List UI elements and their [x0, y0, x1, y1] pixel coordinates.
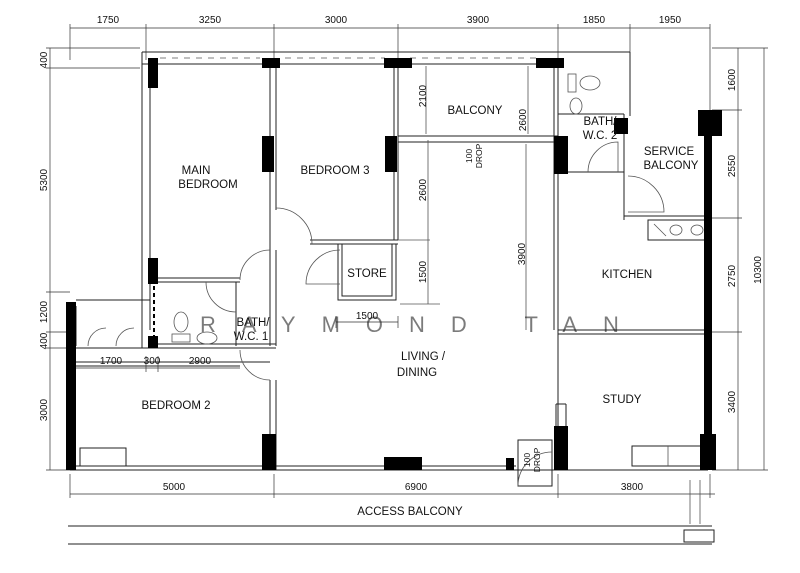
- bottom-dim-2: 6900: [405, 482, 428, 493]
- top-dim-5: 1850: [583, 15, 606, 26]
- left-dim-5: 3000: [39, 398, 50, 421]
- bedroom3-label: BEDROOM 3: [300, 165, 369, 177]
- access-balcony-label: ACCESS BALCONY: [357, 506, 463, 518]
- door-swings: [87, 141, 665, 487]
- balcony-label: BALCONY: [448, 105, 503, 117]
- left-dim-3: 1200: [39, 300, 50, 323]
- living-label-1: LIVING /: [401, 351, 446, 363]
- left-dim-2: 5300: [39, 168, 50, 191]
- dim-bed2-2900: 2900: [189, 356, 212, 367]
- right-dim-3: 2750: [727, 264, 738, 287]
- bottom-dimension-lines: [69, 474, 715, 498]
- main-bedroom-label-1: MAIN: [182, 165, 211, 177]
- living-label-2: DINING: [397, 367, 437, 379]
- dim-balcony-2100: 2100: [418, 84, 429, 107]
- drop-label-top-1: 100: [464, 149, 474, 163]
- study-label: STUDY: [603, 394, 642, 406]
- top-dim-6: 1950: [659, 15, 682, 26]
- dim-bed2-300: 300: [144, 356, 161, 367]
- dim-store-width: 1500: [356, 311, 379, 322]
- right-dim-total: 10300: [753, 256, 764, 284]
- bathroom-fixtures: [171, 73, 601, 345]
- top-dim-4: 3900: [467, 15, 490, 26]
- bath1-label-1: BATH/: [236, 317, 270, 329]
- right-dim-1: 1600: [727, 68, 738, 91]
- main-bedroom-label-2: BEDROOM: [178, 179, 237, 191]
- right-dim-2: 2550: [727, 154, 738, 177]
- service-balcony-label-1: SERVICE: [644, 146, 695, 158]
- bath1-label-2: W.C. 1: [234, 331, 269, 343]
- dim-bed2-1700: 1700: [100, 356, 123, 367]
- bottom-dim-3: 3800: [621, 482, 644, 493]
- left-dimension-lines: [46, 47, 140, 471]
- bottom-dim-1: 5000: [163, 482, 186, 493]
- dim-balcony-2600: 2600: [518, 108, 529, 131]
- top-dim-3: 3000: [325, 15, 348, 26]
- top-dimension-lines: [69, 24, 711, 110]
- right-dimension-lines: [712, 47, 768, 471]
- top-dim-2: 3250: [199, 15, 222, 26]
- bath2-label-1: BATH/: [583, 116, 617, 128]
- dim-store-2600: 2600: [418, 178, 429, 201]
- service-balcony-label-2: BALCONY: [644, 160, 699, 172]
- access-balcony-area: [68, 480, 715, 545]
- top-dim-1: 1750: [97, 15, 120, 26]
- store-label: STORE: [347, 268, 387, 280]
- dim-living-3900: 3900: [517, 242, 528, 265]
- dim-store-1500: 1500: [418, 260, 429, 283]
- left-dim-4: 400: [39, 332, 50, 349]
- kitchen-label: KITCHEN: [602, 269, 652, 281]
- structural-columns: [66, 58, 722, 470]
- bath2-label-2: W.C. 2: [583, 130, 618, 142]
- watermark: RAYMOND TAN: [200, 312, 645, 337]
- bedroom2-label: BEDROOM 2: [141, 400, 210, 412]
- right-dim-4: 3400: [727, 390, 738, 413]
- drop-label-top-2: DROP: [474, 143, 484, 168]
- drop-label-bottom-2: DROP: [532, 447, 542, 472]
- left-dim-1: 400: [39, 51, 50, 68]
- drop-label-bottom-1: 100: [522, 453, 532, 467]
